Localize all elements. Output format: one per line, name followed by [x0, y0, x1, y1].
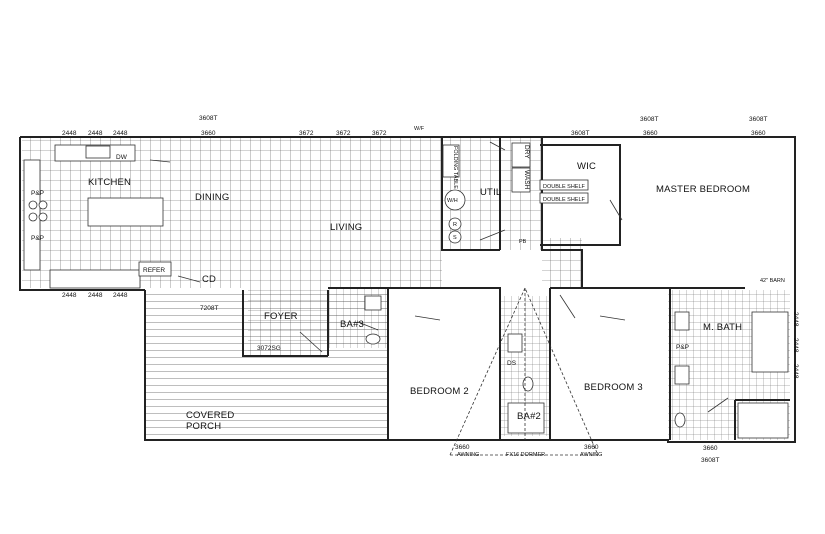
room-label-dining: DINING: [195, 192, 229, 203]
burner-icon: [38, 200, 48, 210]
window-tag: 2448: [62, 292, 77, 299]
window-tag: 2448: [792, 338, 799, 353]
window-tag: 2448: [88, 292, 103, 299]
water-heater-icon: [444, 189, 466, 211]
dormer-lines: [449, 287, 599, 456]
utility-fixtures: [442, 142, 589, 244]
window-tag: 2448: [88, 130, 103, 137]
burner-icon: [38, 212, 48, 222]
room-label-ba2: BA#2: [517, 411, 541, 422]
room-label-kitchen: KITCHEN: [88, 177, 131, 188]
fixture-label-double-shelf: DOUBLE SHELF: [543, 197, 586, 203]
room-label-porch: PORCH: [186, 421, 221, 432]
room-label-util: UTIL: [480, 187, 501, 198]
fixture-label-dry: DRY: [523, 145, 530, 159]
door-tag: 3072SG: [257, 345, 281, 352]
window-tag: 3672: [299, 130, 314, 137]
fixture-label-pp: P&P: [676, 344, 689, 351]
sink-icon: [85, 145, 111, 159]
fixture-label-wh: W/H: [447, 198, 458, 204]
room-label-m-bath: M. BATH: [703, 322, 742, 333]
room-label-bedroom-3: BEDROOM 3: [584, 382, 643, 393]
room-label-bedroom-2: BEDROOM 2: [410, 386, 469, 397]
window-tag: 3660: [643, 130, 658, 137]
room-label-wic: WIC: [577, 161, 596, 172]
covered-porch-decking: [145, 292, 388, 440]
dormer-tag: FX16 DORMER: [506, 452, 545, 458]
room-label-ba3: BA#3: [340, 319, 364, 330]
bath-fixtures: [364, 295, 789, 439]
fixture-label-pp: P&P: [31, 190, 44, 197]
window-tag: 3660: [751, 130, 766, 137]
room-label-living: LIVING: [330, 222, 362, 233]
window-tag: 3608T: [640, 116, 658, 123]
window-tag: 3608T: [701, 457, 719, 464]
window-tag: 2448: [113, 292, 128, 299]
window-tag-awning: AWNING: [580, 452, 602, 458]
shower-icon: [737, 402, 789, 439]
fixture-label-refer: REFER: [143, 267, 165, 274]
fixture-label-pb: PB: [519, 239, 527, 245]
window-tag: 3660: [703, 445, 718, 452]
room-label-covered: COVERED: [186, 410, 234, 421]
kitchen-fixtures: [23, 144, 172, 289]
fixture-label-ds: DS: [507, 360, 517, 367]
bathtub-icon: [751, 311, 789, 373]
room-label-foyer: FOYER: [264, 311, 298, 322]
window-tag: 3660: [584, 444, 599, 451]
interior-walls: [328, 137, 790, 440]
window-tag: 3672: [372, 130, 387, 137]
window-tag: 2448: [792, 312, 799, 327]
window-tag: 3608T: [199, 115, 217, 122]
fixture-label-s: S: [453, 235, 457, 241]
fixture-label-pp: P&P: [31, 235, 44, 242]
door-tag: 7208T: [200, 305, 218, 312]
burner-icon: [28, 212, 38, 222]
toilet-icon: [365, 333, 381, 345]
window-tag: 2448: [113, 130, 128, 137]
window-tag-awning: AWNING: [457, 452, 479, 458]
room-label-master-bedroom: MASTER BEDROOM: [656, 184, 750, 195]
window-tag: 3608T: [749, 116, 767, 123]
fixture-label-double-shelf: DOUBLE SHELF: [543, 184, 586, 190]
toilet-icon: [522, 376, 534, 392]
toilet-icon: [674, 412, 686, 428]
fixture-label-cd: CD: [202, 274, 216, 285]
fixture-label-r: R: [453, 222, 457, 228]
window-tag: 3608T: [571, 130, 589, 137]
window-tag: 3660: [455, 444, 470, 451]
fixture-label-barn: 42" BARN: [760, 278, 785, 284]
window-tag: 2448: [792, 364, 799, 379]
window-tag: 3672: [336, 130, 351, 137]
window-tag: 3660: [201, 130, 216, 137]
burner-icon: [28, 200, 38, 210]
fixture-label-wash: WASH: [523, 170, 530, 190]
doors: [149, 141, 729, 413]
exterior-walls: [19, 136, 796, 443]
fixture-label-folding-table: FOLDING TABLE: [452, 146, 458, 189]
window-tag: 2448: [62, 130, 77, 137]
fixture-label-dw: DW: [116, 154, 128, 161]
fixture-label-wf: W/F: [414, 126, 425, 132]
